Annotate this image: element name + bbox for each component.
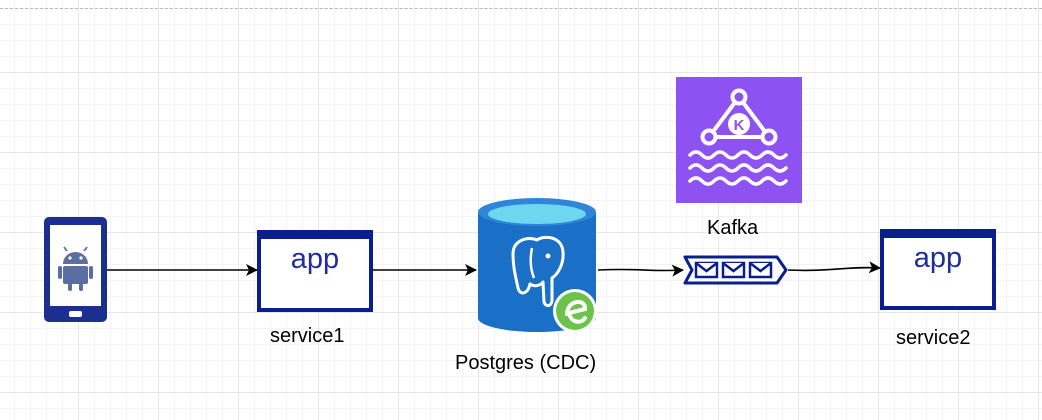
android-phone-icon[interactable]: [44, 217, 107, 322]
canvas-top-border: [0, 8, 1042, 9]
service2-app-text: app: [913, 242, 963, 274]
postgres-label: Postgres (CDC): [455, 352, 597, 374]
service2-label: service2: [896, 327, 971, 349]
edge-postgres-to-queue[interactable]: [597, 264, 684, 277]
postgres-cdc-icon[interactable]: [476, 196, 606, 338]
edge-queue-to-service2[interactable]: [787, 261, 881, 274]
kafka-label: Kafka: [707, 217, 759, 239]
kafka-icon[interactable]: K: [676, 77, 802, 203]
service1-label: service1: [270, 325, 345, 347]
kafka-k-letter: K: [734, 117, 745, 134]
service1-app-text: app: [290, 243, 340, 275]
service2-app-window[interactable]: app: [880, 229, 996, 310]
message-queue-icon[interactable]: [683, 255, 788, 285]
service1-app-window[interactable]: app: [257, 230, 373, 312]
